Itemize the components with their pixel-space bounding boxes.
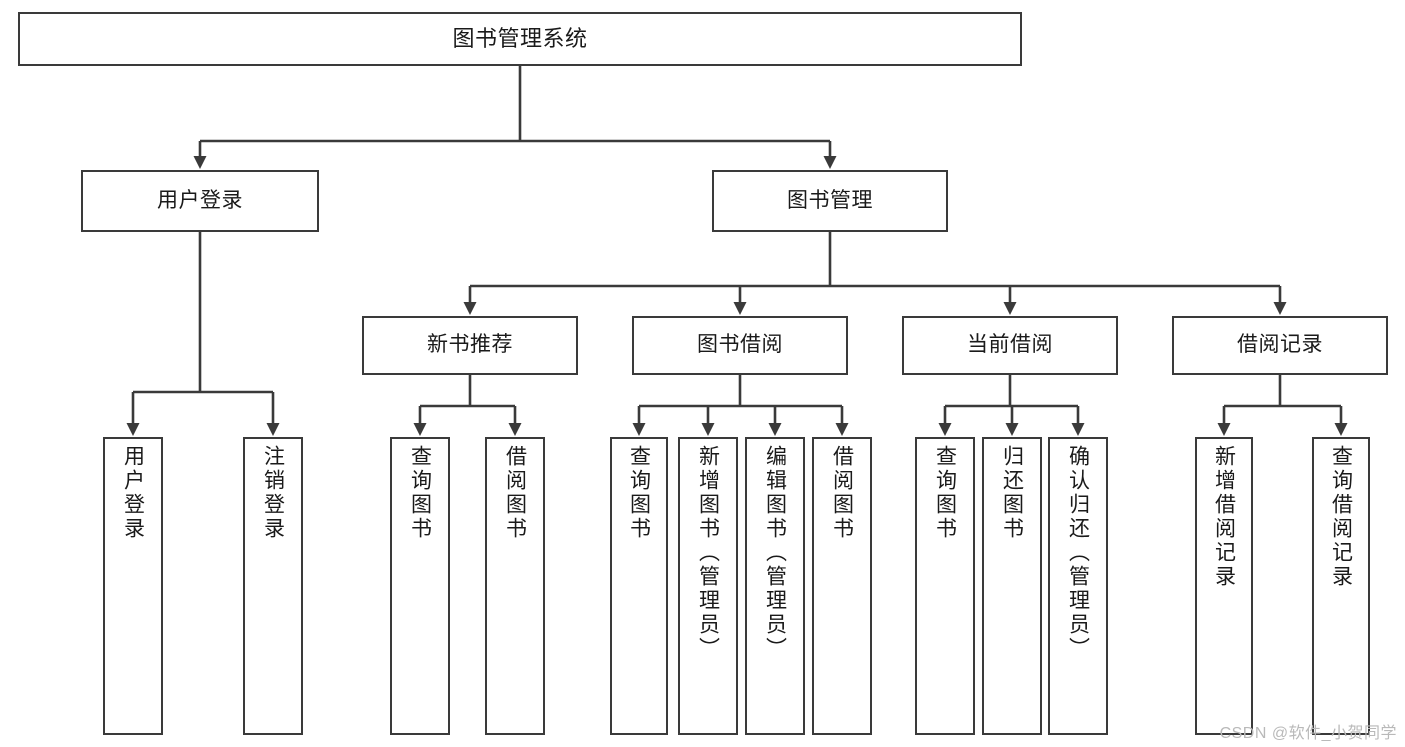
node-borrow-record[interactable]: 借阅记录 [1172,316,1388,375]
node-leaf-query-book-current-label: 查询图书 [933,445,957,541]
node-leaf-user-logout[interactable]: 注销登录 [243,437,303,735]
node-user-login-label: 用户登录 [157,188,243,212]
node-leaf-return-book[interactable]: 归还图书 [982,437,1042,735]
node-leaf-edit-book-label: 编辑图书（管理员） [763,445,787,661]
node-leaf-add-book-label: 新增图书（管理员） [696,445,720,661]
watermark: CSDN @软件_小贺同学 [1219,725,1397,742]
node-book-borrow[interactable]: 图书借阅 [632,316,848,375]
node-book-borrow-label: 图书借阅 [697,333,783,357]
node-book-management-label: 图书管理 [787,188,873,212]
node-leaf-add-record[interactable]: 新增借阅记录 [1195,437,1253,735]
node-leaf-return-book-label: 归还图书 [1000,445,1024,541]
node-leaf-borrow-book-new-label: 借阅图书 [503,445,527,541]
node-leaf-query-book-new[interactable]: 查询图书 [390,437,450,735]
node-root[interactable]: 图书管理系统 [18,12,1022,66]
node-root-label: 图书管理系统 [452,26,588,52]
node-borrow-record-label: 借阅记录 [1237,333,1323,357]
node-leaf-user-login[interactable]: 用户登录 [103,437,163,735]
node-leaf-edit-book[interactable]: 编辑图书（管理员） [745,437,805,735]
node-leaf-query-book-current[interactable]: 查询图书 [915,437,975,735]
node-leaf-borrow-book-new[interactable]: 借阅图书 [485,437,545,735]
node-leaf-user-logout-label: 注销登录 [261,445,285,541]
node-leaf-user-login-label: 用户登录 [121,445,145,541]
node-leaf-query-book-new-label: 查询图书 [408,445,432,541]
node-book-management[interactable]: 图书管理 [712,170,948,232]
node-new-book-recommend-label: 新书推荐 [427,333,513,357]
node-leaf-add-record-label: 新增借阅记录 [1212,445,1236,589]
node-leaf-query-book-borrow-label: 查询图书 [627,445,651,541]
node-current-borrow[interactable]: 当前借阅 [902,316,1118,375]
node-leaf-query-book-borrow[interactable]: 查询图书 [610,437,668,735]
node-leaf-query-record[interactable]: 查询借阅记录 [1312,437,1370,735]
node-user-login[interactable]: 用户登录 [81,170,319,232]
node-current-borrow-label: 当前借阅 [967,333,1053,357]
node-new-book-recommend[interactable]: 新书推荐 [362,316,578,375]
node-leaf-borrow-book-label: 借阅图书 [830,445,854,541]
node-leaf-add-book[interactable]: 新增图书（管理员） [678,437,738,735]
node-leaf-confirm-return-label: 确认归还（管理员） [1066,445,1090,661]
node-leaf-query-record-label: 查询借阅记录 [1329,445,1353,589]
node-leaf-borrow-book[interactable]: 借阅图书 [812,437,872,735]
node-leaf-confirm-return[interactable]: 确认归还（管理员） [1048,437,1108,735]
